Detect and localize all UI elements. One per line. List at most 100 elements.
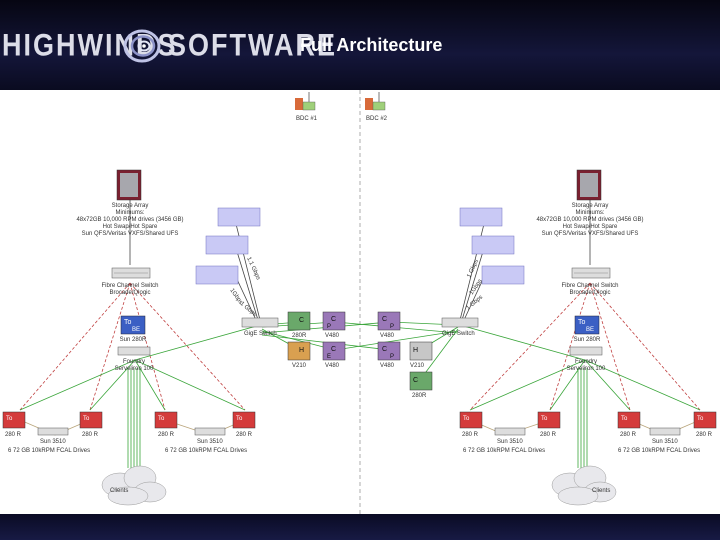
- fc-switch-left-icon: [111, 267, 151, 279]
- foundry-left-label-2: Serveliron 100: [115, 366, 154, 372]
- mid-p-4-badge: P: [390, 354, 394, 360]
- fe-right-3-to: To: [621, 416, 628, 422]
- mid-p-3-c: C: [382, 316, 387, 323]
- fe-left-4-label: 280 R: [236, 432, 253, 438]
- to-be-left-sub: BE: [132, 327, 140, 333]
- gige-switch-right-label: GigE Switch: [442, 331, 475, 337]
- fc-switch-right-icon: [571, 267, 611, 279]
- bdc-2-icon: [365, 92, 386, 111]
- storage-label-left-4: Hot Swap/Hot Spare: [103, 224, 158, 230]
- mid-p-1-c: C: [331, 316, 336, 323]
- mid-label-a: 280R: [292, 333, 307, 339]
- page-title: Full Architecture: [300, 35, 443, 55]
- mid-p-2-badge: E: [327, 354, 331, 360]
- bdc-2-label: BDC #2: [366, 116, 388, 122]
- fe-right-1-label: 280 R: [462, 432, 479, 438]
- header-banner: HIGHWINDS SOFTWARE Full Architecture: [0, 0, 720, 90]
- fe-left-4-to: To: [236, 416, 243, 422]
- mid-label-g: V210: [410, 363, 425, 369]
- fe-server-right-3: To: [617, 411, 641, 429]
- foundry-left-label-1: Foundry: [123, 359, 145, 365]
- fe-left-2-label: 280 R: [82, 432, 99, 438]
- mid-h-2-badge: H: [413, 347, 418, 354]
- foundry-left-icon: [117, 346, 151, 356]
- sun3510-left-2-label: Sun 3510: [197, 439, 223, 445]
- brand-name-right: SOFTWARE: [168, 27, 337, 63]
- fe-server-left-1: To: [2, 411, 26, 429]
- storage-label-left-2: Minimums:: [115, 210, 144, 216]
- storage-label-right-5: Sun QFS/Veritas VXFS/Shared UFS: [542, 231, 639, 237]
- foundry-right-label-1: Foundry: [575, 359, 597, 365]
- storage-label-left-1: Storage Array: [112, 203, 149, 209]
- mid-server-p-1: C P: [322, 311, 346, 331]
- fe-server-left-3: To: [154, 411, 178, 429]
- clients-left-label: Clients: [110, 488, 128, 494]
- fe-right-3-label: 280 R: [620, 432, 637, 438]
- sun3510-left-1-icon: [37, 427, 69, 436]
- fe-left-2-to: To: [83, 416, 90, 422]
- fe-right-2-to: To: [541, 416, 548, 422]
- fc-switch-left-label-1: Fibre Channel Switch: [101, 283, 158, 289]
- mid-p-4-c: C: [382, 346, 387, 353]
- mid-server-c-1: C: [287, 311, 311, 331]
- network-links: [19, 200, 701, 468]
- mid-server-p-4: C P: [377, 341, 401, 361]
- fe-left-3-to: To: [158, 416, 165, 422]
- gige-switch-left-label: GigE Switch: [244, 331, 277, 337]
- fe-left-1-label: 280 R: [5, 432, 22, 438]
- fe-left-1-to: To: [6, 416, 13, 422]
- mid-server-c-2: C: [409, 371, 433, 391]
- fc-switch-right-label-2: Brocade/Qlogic: [569, 290, 610, 296]
- to-be-right-sub: BE: [586, 327, 594, 333]
- fe-right-4-to: To: [697, 416, 704, 422]
- clients-right-cloud-icon: [551, 465, 617, 506]
- mid-p-1-badge: P: [327, 324, 331, 330]
- clients-left-cloud-icon: [101, 465, 167, 506]
- drives-left-2-label: 6 72 GB 10kRPM FCAL Drives: [165, 448, 247, 454]
- mid-server-p-2: C E: [322, 341, 346, 361]
- mid-server-h-1: H: [287, 341, 311, 361]
- fe-server-right-1: To: [459, 411, 483, 429]
- mid-server-h-2: H: [409, 341, 433, 361]
- foundry-right-label-2: Serveliron 100: [567, 366, 606, 372]
- fe-right-1-to: To: [463, 416, 470, 422]
- mid-label-d: V210: [292, 363, 307, 369]
- sun280r-left-label: Sun 280R: [120, 337, 147, 343]
- to-be-left-to: To: [124, 319, 132, 326]
- drives-right-1-label: 6 72 GB 10kRPM FCAL Drives: [463, 448, 545, 454]
- brand-name-left: HIGHWINDS: [2, 27, 178, 63]
- bdc-1-icon: [295, 92, 316, 111]
- fc-switch-left-label-2: Brocade/Qlogic: [109, 290, 150, 296]
- fe-right-4-label: 280 R: [696, 432, 713, 438]
- spiral-logo-icon: [123, 29, 161, 63]
- mid-label-h: 280R: [412, 393, 427, 399]
- fe-left-3-label: 280 R: [158, 432, 175, 438]
- mid-label-b: V480: [325, 333, 340, 339]
- storage-label-left-3: 48x72GB 10,000 RPM drives (3456 GB): [76, 217, 183, 223]
- sun3510-right-1-icon: [494, 427, 526, 436]
- to-be-right-to: To: [578, 319, 586, 326]
- to-be-left-server-icon: To BE: [120, 315, 146, 335]
- disk-stack-left-icon: [195, 207, 261, 285]
- storage-array-right-icon: [576, 169, 602, 201]
- gige-switch-right-icon: [441, 317, 479, 328]
- mid-h-1-badge: H: [299, 347, 304, 354]
- mid-c-2-badge: C: [413, 377, 418, 384]
- sun3510-right-2-icon: [649, 427, 681, 436]
- fe-server-left-4: To: [232, 411, 256, 429]
- fe-right-2-label: 280 R: [540, 432, 557, 438]
- sun3510-right-2-label: Sun 3510: [652, 439, 678, 445]
- sun3510-left-2-icon: [194, 427, 226, 436]
- fe-server-right-4: To: [693, 411, 717, 429]
- architecture-diagram: BDC #1 BDC #2 Storage Array Minimums: 48…: [2, 90, 717, 514]
- sun3510-left-1-label: Sun 3510: [40, 439, 66, 445]
- clients-right-label: Clients: [592, 488, 610, 494]
- mid-p-2-c: C: [331, 346, 336, 353]
- sun3510-right-1-label: Sun 3510: [497, 439, 523, 445]
- disk-stack-right-icon: [459, 207, 525, 285]
- fe-server-right-2: To: [537, 411, 561, 429]
- mid-c-1-badge: C: [299, 317, 304, 324]
- storage-label-left-5: Sun QFS/Veritas VXFS/Shared UFS: [82, 231, 179, 237]
- foundry-right-icon: [569, 346, 603, 356]
- fc-switch-right-label-1: Fibre Channel Switch: [561, 283, 618, 289]
